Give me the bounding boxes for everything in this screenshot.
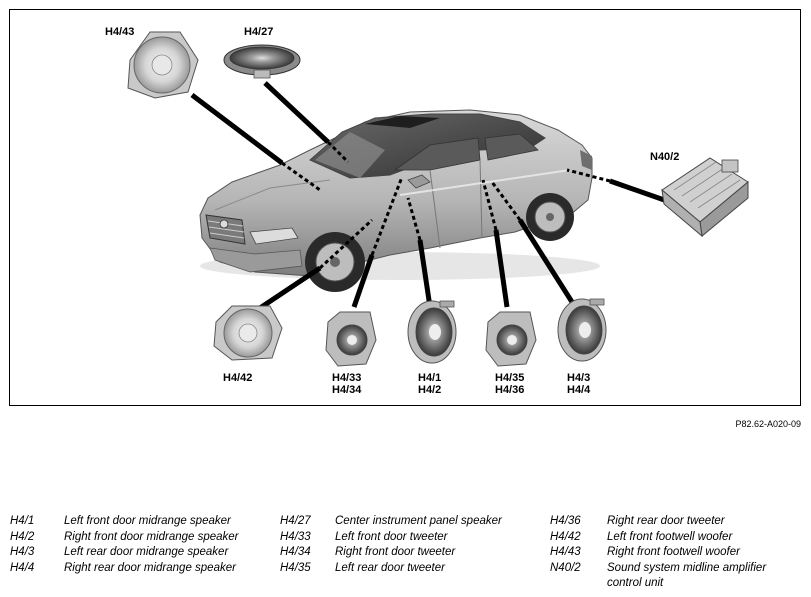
legend-desc: Left rear door tweeter: [335, 561, 445, 574]
legend-desc: Left rear door midrange speaker: [64, 546, 229, 558]
label-h4-1-2: H4/1 H4/2: [418, 372, 441, 396]
label-h4-27: H4/27: [244, 26, 274, 38]
h4-35-tweeter: [485, 311, 537, 367]
figure-reference-id: P82.62-A020-09: [735, 419, 801, 429]
legend-desc: Left front footwell woofer: [607, 530, 733, 543]
legend-code: H4/43: [550, 546, 581, 558]
legend-code: H4/1: [10, 515, 35, 527]
legend-desc: Left front door tweeter: [335, 530, 448, 543]
h4-33-tweeter: [325, 311, 377, 367]
label-h4-2: H4/2: [418, 384, 442, 396]
legend-desc: Center instrument panel speaker: [335, 515, 502, 527]
legend-desc: Right front door midrange speaker: [64, 530, 239, 543]
legend-code: H4/2: [10, 530, 35, 543]
legend-code: H4/42: [550, 530, 581, 543]
component-location-figure: H4/43 H4/27 N40/2 H4/42 H4/33 H4/34 H4/1…: [9, 9, 801, 406]
figure-artwork: [127, 31, 749, 367]
label-h4-33: H4/33: [332, 372, 362, 384]
h4-27-speaker: [223, 44, 301, 79]
legend-desc: Right rear door midrange speaker: [64, 561, 236, 574]
legend-code: H4/4: [10, 561, 35, 574]
label-h4-35-36: H4/35 H4/36: [495, 372, 524, 396]
label-h4-3: H4/3: [567, 372, 591, 384]
legend-desc: Left front door midrange speaker: [64, 515, 231, 527]
n40-2-amplifier: [661, 157, 749, 238]
legend-desc: Right front door tweeter: [335, 546, 456, 558]
label-h4-3-4: H4/3 H4/4: [567, 372, 590, 396]
h4-42-woofer: [213, 305, 283, 361]
legend-desc: control unit: [607, 577, 664, 589]
label-n40-2: N40/2: [650, 151, 680, 163]
leader-lines: [190, 81, 671, 311]
legend-desc: Sound system midline amplifier: [607, 561, 767, 574]
h4-43-woofer: [127, 31, 199, 99]
legend-code: H4/27: [280, 515, 311, 527]
h4-1-midrange: [407, 300, 457, 364]
label-h4-33-34: H4/33 H4/34: [332, 372, 361, 396]
legend-code: N40/2: [550, 561, 581, 574]
legend-desc: Right rear door tweeter: [607, 515, 725, 527]
label-h4-1: H4/1: [418, 372, 442, 384]
legend-code: H4/3: [10, 546, 35, 558]
legend-code: H4/33: [280, 530, 311, 543]
label-h4-43: H4/43: [105, 26, 135, 38]
label-h4-34: H4/34: [332, 384, 362, 396]
h4-3-midrange: [557, 298, 607, 362]
label-h4-35: H4/35: [495, 372, 525, 384]
label-h4-42: H4/42: [223, 372, 253, 384]
legend-desc: Right front footwell woofer: [607, 546, 740, 558]
legend-code: H4/36: [550, 515, 581, 527]
label-h4-36: H4/36: [495, 384, 525, 396]
label-h4-4: H4/4: [567, 384, 591, 396]
legend-code: H4/35: [280, 561, 311, 574]
legend-code: H4/34: [280, 546, 311, 558]
car-illustration: [199, 109, 600, 292]
